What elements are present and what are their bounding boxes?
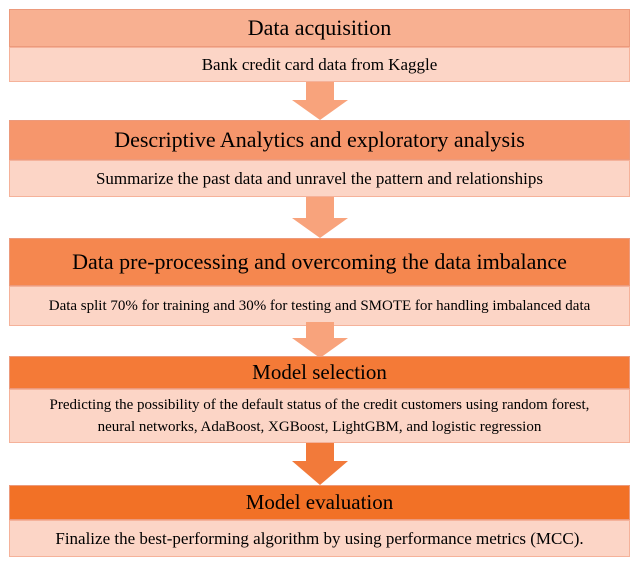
arrow-down-icon [292,322,348,358]
step-4-detail-box: Predicting the possibility of the defaul… [9,389,630,443]
step-4-title: Model selection [252,360,387,384]
step-2-title: Descriptive Analytics and exploratory an… [114,127,525,152]
step-5-detail: Finalize the best-performing algorithm b… [55,528,584,548]
step-4-header: Model selection [9,356,630,389]
step-3-detail-box: Data split 70% for training and 30% for … [9,286,630,326]
step-2-detail-box: Summarize the past data and unravel the … [9,160,630,197]
step-5-detail-box: Finalize the best-performing algorithm b… [9,520,630,557]
arrow-down-icon [292,443,348,485]
step-5-title: Model evaluation [245,490,394,514]
step-1-header: Data acquisition [9,9,630,47]
step-5-header: Model evaluation [9,485,630,520]
step-2-detail: Summarize the past data and unravel the … [95,168,544,188]
step-1-title: Data acquisition [247,15,392,40]
step-4-detail-line-2: neural networks, AdaBoost, XGBoost, Ligh… [97,418,542,435]
step-1-detail-box: Bank credit card data from Kaggle [9,47,630,82]
step-3-header: Data pre-processing and overcoming the d… [9,238,630,286]
step-3-title: Data pre-processing and overcoming the d… [72,249,567,274]
step-4-detail-line-1: Predicting the possibility of the defaul… [49,396,590,413]
step-3-detail: Data split 70% for training and 30% for … [48,297,591,314]
step-1-detail: Bank credit card data from Kaggle [201,54,438,74]
step-2-header: Descriptive Analytics and exploratory an… [9,120,630,160]
arrow-down-icon [292,82,348,120]
arrow-down-icon [292,197,348,238]
